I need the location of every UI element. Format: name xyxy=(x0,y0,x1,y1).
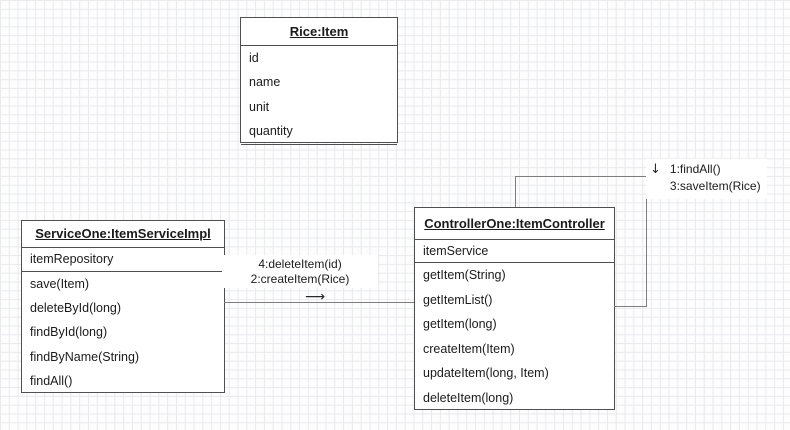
message-label-controller-self[interactable]: ↓ 1:findAll() 3:saveItem(Rice) xyxy=(646,159,767,199)
methods-section: save(Item) deleteById(long) findById(lon… xyxy=(22,272,224,393)
uml-object-rice-item[interactable]: Rice:Item id name unit quantity xyxy=(240,17,398,145)
message-text: 2:createItem(Rice) xyxy=(250,271,350,286)
method-row: deleteItem(long) xyxy=(423,390,514,405)
method-row: findAll() xyxy=(30,373,73,388)
message-text: 4:deleteItem(id) xyxy=(258,257,342,271)
object-title: ControllerOne:ItemController xyxy=(415,208,614,240)
attribute-row: id xyxy=(249,50,259,65)
down-arrow-icon: ↓ xyxy=(650,162,661,177)
right-arrow-icon: ⟶ xyxy=(305,289,325,305)
message-text-group: 1:findAll() 3:saveItem(Rice) xyxy=(670,161,761,195)
method-row: deleteById(long) xyxy=(30,301,122,316)
connector-service-to-controller[interactable] xyxy=(224,302,414,304)
attribute-row: quantity xyxy=(249,124,293,139)
connector-controller-self-segment[interactable] xyxy=(614,306,647,308)
attributes-section: itemService xyxy=(415,240,614,263)
message-label-service-controller[interactable]: 4:deleteItem(id) 2:createItem(Rice) xyxy=(222,255,378,288)
methods-section: getItem(String) getItemList() getItem(lo… xyxy=(415,263,614,410)
attribute-row: unit xyxy=(249,99,270,114)
object-title: ServiceOne:ItemServiceImpl xyxy=(22,221,224,248)
connector-controller-self-segment[interactable] xyxy=(515,176,647,178)
method-row: createItem(Item) xyxy=(423,341,515,356)
message-text: 1:findAll() xyxy=(669,162,721,176)
uml-object-service-one[interactable]: ServiceOne:ItemServiceImpl itemRepositor… xyxy=(21,220,225,393)
method-row: findById(long) xyxy=(30,325,108,340)
object-title: Rice:Item xyxy=(241,18,397,46)
method-row: findByName(String) xyxy=(30,349,140,364)
method-row: updateItem(long, Item) xyxy=(423,366,549,381)
attributes-section: itemRepository xyxy=(22,248,224,272)
message-text: 3:saveItem(Rice) xyxy=(669,179,761,193)
connector-controller-self-segment[interactable] xyxy=(645,176,647,307)
attributes-section: id name unit quantity xyxy=(241,46,397,145)
attribute-row: itemService xyxy=(423,243,489,258)
method-row: getItem(String) xyxy=(423,268,506,283)
attribute-row: name xyxy=(249,75,281,90)
connector-controller-self-segment[interactable] xyxy=(515,176,517,207)
attribute-row: itemRepository xyxy=(30,252,114,267)
method-row: save(Item) xyxy=(30,277,90,292)
method-row: getItem(long) xyxy=(423,317,497,332)
uml-object-controller-one[interactable]: ControllerOne:ItemController itemService… xyxy=(414,207,615,410)
method-row: getItemList() xyxy=(423,292,493,307)
